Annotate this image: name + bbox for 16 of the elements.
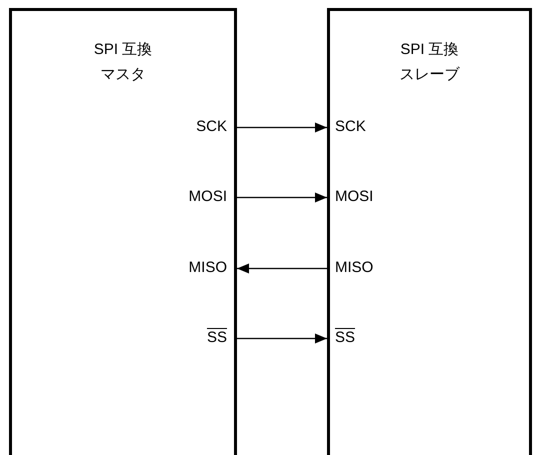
signal-arrow bbox=[237, 334, 327, 344]
device-title: SPI 互換マスタ bbox=[92, 40, 154, 85]
pin-label: SS bbox=[335, 329, 356, 347]
pin-label: SS bbox=[206, 329, 227, 347]
pin-label: MOSI bbox=[188, 188, 227, 206]
pin-label: MISO bbox=[188, 259, 227, 277]
pin-label: SCK bbox=[196, 118, 227, 136]
pin-label: SCK bbox=[335, 118, 366, 136]
device-box bbox=[327, 8, 532, 455]
pin-label: MISO bbox=[335, 259, 374, 277]
signal-arrow bbox=[237, 122, 327, 132]
device-title: SPI 互換スレーブ bbox=[398, 40, 461, 85]
pin-label: MOSI bbox=[335, 188, 374, 206]
device-box bbox=[9, 8, 237, 455]
signal-arrow bbox=[237, 264, 327, 274]
signal-arrow bbox=[237, 192, 327, 202]
